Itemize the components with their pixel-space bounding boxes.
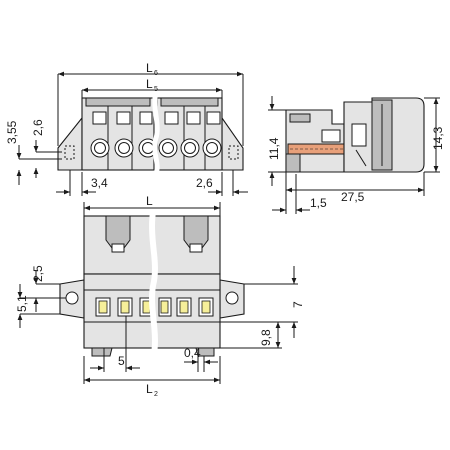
side-window — [321, 129, 341, 143]
dim-2-6-vert-label: 2,6 — [31, 119, 45, 136]
dim-l6-label: L — [146, 61, 153, 75]
side-bottom-block — [285, 153, 301, 173]
dim-l-front-label: L — [146, 194, 153, 208]
dim-l6-sub: 6 — [154, 70, 158, 77]
dim-11-4-label: 11,4 — [267, 137, 281, 160]
front-right-latch — [183, 215, 209, 249]
top-view: L 6 L 5 3,55 2,6 3,4 2,6 — [5, 61, 248, 196]
dim-l2-sub: 2 — [154, 391, 158, 398]
top-right-hole — [228, 145, 239, 160]
dim-5-1-label: 5,1 — [15, 295, 29, 312]
top-wire-entries — [90, 138, 222, 158]
side-top-latch — [289, 113, 311, 123]
dim-3-4-label: 3,4 — [91, 176, 108, 190]
front-right-hole — [225, 291, 239, 305]
dim-7-label: 7 — [291, 301, 305, 308]
top-break-gap — [152, 94, 160, 174]
front-break-gap — [149, 212, 158, 360]
dim-27-5-label: 27,5 — [341, 190, 365, 204]
dim-l2-label: L — [146, 382, 153, 396]
front-foot-left — [91, 347, 113, 357]
dim-0-4-label: 0,4 — [184, 346, 201, 360]
dim-9-8-label: 9,8 — [259, 329, 273, 346]
dim-1-5-label: 1,5 — [310, 196, 327, 210]
dim-3-55-label: 3,55 — [5, 120, 19, 144]
front-view: L 2,5 5,1 7 9,8 5 0,4 — [15, 194, 305, 398]
front-left-latch — [105, 215, 131, 249]
top-ridge-left — [85, 97, 151, 107]
side-wire-window — [351, 123, 367, 147]
top-left-flange — [57, 116, 83, 171]
dim-2-6-horiz-label: 2,6 — [196, 176, 213, 190]
top-left-hole — [64, 145, 75, 160]
front-contacts — [95, 297, 214, 317]
dim-l5-label: L — [146, 77, 153, 91]
dim-5-pitch-label: 5 — [118, 354, 125, 368]
side-view: 11,4 14,3 27,5 1,5 — [267, 96, 445, 214]
top-dividers — [107, 106, 206, 170]
top-housing-right — [156, 97, 223, 171]
top-ridge-right — [160, 97, 219, 107]
top-push-buttons — [92, 111, 221, 125]
front-right-latch-slot — [189, 243, 203, 253]
top-housing-left — [81, 97, 155, 171]
dim-2-5-label: 2,5 — [31, 265, 45, 282]
top-right-flange — [221, 116, 244, 171]
dim-14-3-label: 14,3 — [431, 126, 445, 150]
front-left-hole — [65, 291, 79, 305]
dim-l5-sub: 5 — [154, 86, 158, 93]
front-left-latch-slot — [111, 243, 125, 253]
front-foot-right — [195, 347, 215, 357]
